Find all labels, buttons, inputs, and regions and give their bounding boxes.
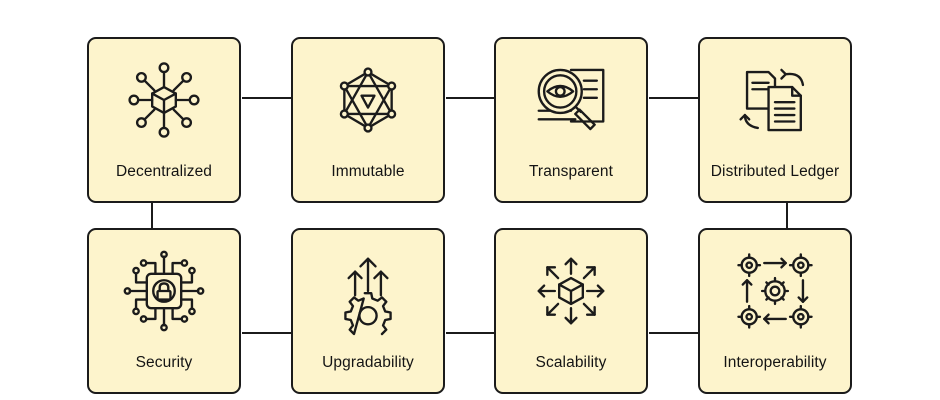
documents-sync-icon xyxy=(700,57,850,143)
card-distributed-ledger: Distributed Ledger xyxy=(698,37,852,203)
card-label: Decentralized xyxy=(115,163,213,180)
card-label: Distributed Ledger xyxy=(710,163,840,180)
network-cube-icon xyxy=(89,57,239,143)
gear-arrows-up-icon xyxy=(293,248,443,336)
card-label: Upgradability xyxy=(322,354,414,371)
card-transparent: Transparent xyxy=(494,37,648,203)
card-label: Interoperability xyxy=(723,354,827,371)
card-security: Security xyxy=(87,228,241,394)
circuit-lock-icon xyxy=(89,248,239,334)
card-label: Scalability xyxy=(535,354,607,371)
gears-cycle-icon xyxy=(700,248,850,334)
magnifier-eye-icon xyxy=(496,57,646,143)
card-immutable: Immutable xyxy=(291,37,445,203)
cube-expand-icon xyxy=(496,248,646,334)
card-label: Immutable xyxy=(331,163,405,180)
card-upgradability: Upgradability xyxy=(291,228,445,394)
card-label: Transparent xyxy=(528,163,614,180)
card-scalability: Scalability xyxy=(494,228,648,394)
card-decentralized: Decentralized xyxy=(87,37,241,203)
card-label: Security xyxy=(135,354,193,371)
geometric-triangle-icon xyxy=(293,57,443,143)
card-interoperability: Interoperability xyxy=(698,228,852,394)
